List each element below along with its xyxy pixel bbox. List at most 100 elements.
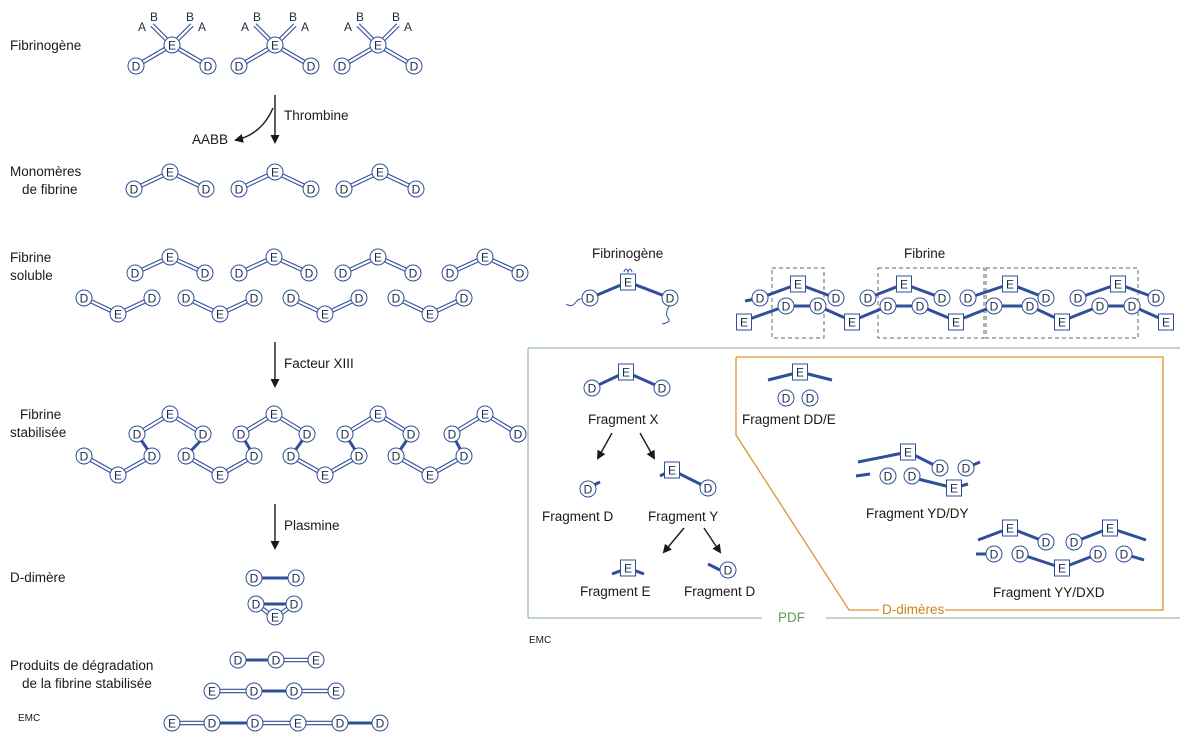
domain-e-box	[1102, 519, 1118, 537]
domain-d-label: D	[290, 684, 299, 698]
domain-d-circle	[859, 289, 877, 307]
domain-e-label: E	[114, 468, 122, 482]
label-fragment-e: Fragment E	[580, 584, 651, 599]
domain-e-label: E	[904, 445, 912, 459]
domain-e-label: E	[740, 315, 748, 329]
domain-e-label: E	[208, 684, 216, 698]
domain-d-circle	[1037, 533, 1055, 551]
domain-d-label: D	[1026, 299, 1035, 313]
domain-d-circle	[335, 180, 353, 198]
domain-d-label: D	[936, 461, 945, 475]
domain-d-label: D	[292, 571, 301, 585]
domain-d-circle	[402, 425, 420, 443]
chain-a-right: A	[301, 20, 309, 34]
domain-e-label: E	[1114, 277, 1122, 291]
domain-d-circle	[509, 425, 527, 443]
domain-d-label: D	[1128, 299, 1137, 313]
domain-d-circle	[245, 682, 263, 700]
domain-d-label: D	[460, 449, 469, 463]
ddimer-border-left	[735, 357, 879, 611]
chain-b-right: B	[289, 10, 297, 24]
domain-d-circle	[511, 264, 529, 282]
domain-d-label: D	[250, 684, 259, 698]
domain-d-label: D	[272, 653, 281, 667]
chain-a-right: A	[198, 20, 206, 34]
domain-d-circle	[177, 447, 195, 465]
label-fragment-y: Fragment Y	[648, 509, 718, 524]
domain-d-label: D	[782, 299, 791, 313]
domain-e-label: E	[271, 38, 279, 52]
domain-d-circle	[350, 447, 368, 465]
domain-d-circle	[387, 447, 405, 465]
domain-d-label: D	[704, 481, 713, 495]
domain-e-label: E	[668, 463, 676, 477]
domain-d-circle	[583, 379, 601, 397]
domain-d-circle	[75, 447, 93, 465]
domain-e-circle	[307, 651, 325, 669]
domain-d-label: D	[303, 427, 312, 441]
chain-a-left: A	[241, 20, 249, 34]
domain-e-label: E	[622, 365, 630, 379]
domain-e-label: E	[166, 407, 174, 421]
domain-d-label: D	[938, 291, 947, 305]
domain-d-label: D	[666, 291, 675, 305]
domain-d-circle	[302, 57, 320, 75]
domain-d-label: D	[251, 716, 260, 730]
domain-e-circle	[476, 248, 494, 266]
domain-e-label: E	[166, 165, 174, 179]
domain-e-circle	[316, 466, 334, 484]
label-factor-xiii: Facteur XIII	[284, 356, 354, 371]
crosslink-bond	[855, 472, 871, 478]
domain-d-label: D	[392, 291, 401, 305]
domain-d-label: D	[1070, 535, 1079, 549]
domain-d-circle	[336, 425, 354, 443]
domain-d-label: D	[586, 291, 595, 305]
domain-d-circle	[300, 264, 318, 282]
arrow-y-to-e	[662, 527, 685, 554]
domain-e-label: E	[216, 468, 224, 482]
domain-d-label: D	[250, 571, 259, 585]
domain-d-label: D	[290, 597, 299, 611]
domain-d-label: D	[756, 291, 765, 305]
label-fibrinogen: Fibrinogène	[10, 38, 81, 53]
domain-d-label: D	[132, 59, 141, 73]
domain-e-label: E	[1006, 521, 1014, 535]
domain-d-circle	[751, 289, 769, 307]
domain-d-circle	[333, 57, 351, 75]
domain-e-label: E	[1162, 315, 1170, 329]
chain-b-right: B	[186, 10, 194, 24]
domain-e-label: E	[794, 277, 802, 291]
domain-e-label: E	[216, 307, 224, 321]
domain-d-circle	[177, 289, 195, 307]
domain-d-label: D	[338, 59, 347, 73]
label-fragment-yydxd: Fragment YY/DXD	[993, 585, 1105, 600]
domain-d-label: D	[341, 427, 350, 441]
label-pdf: PDF	[778, 610, 805, 625]
label-fragment-d-2: Fragment D	[684, 584, 756, 599]
domain-e-box	[790, 275, 806, 293]
domain-e-label: E	[952, 315, 960, 329]
chain-b-left: B	[253, 10, 261, 24]
domain-d-label: D	[182, 291, 191, 305]
label-released-peptides: AABB	[192, 132, 228, 147]
domain-d-circle	[203, 714, 221, 732]
domain-e-label: E	[376, 165, 384, 179]
domain-d-label: D	[1074, 291, 1083, 305]
domain-e-box	[844, 313, 860, 331]
domain-e-circle	[266, 36, 284, 54]
domain-d-circle	[196, 264, 214, 282]
domain-e-circle	[265, 248, 283, 266]
domain-d-circle	[1011, 545, 1029, 563]
domain-d-circle	[125, 180, 143, 198]
domain-e-circle	[289, 714, 307, 732]
chain-tail	[661, 303, 672, 325]
domain-d-label: D	[287, 291, 296, 305]
domain-e-label: E	[114, 307, 122, 321]
domain-d-circle	[809, 297, 827, 315]
domain-d-circle	[245, 447, 263, 465]
domain-e-circle	[265, 405, 283, 423]
domain-d-circle	[879, 467, 897, 485]
domain-e-box	[736, 313, 752, 331]
domain-d-label: D	[237, 427, 246, 441]
domain-d-circle	[699, 479, 717, 497]
